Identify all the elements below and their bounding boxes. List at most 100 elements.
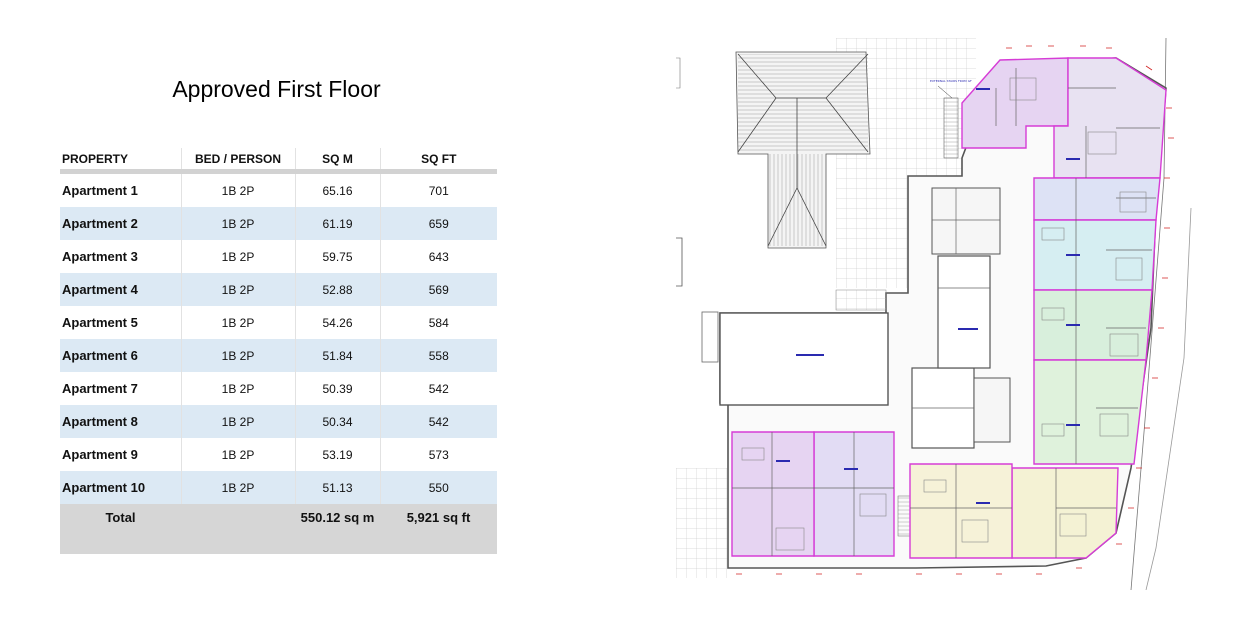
cell-sqm: 51.13 xyxy=(295,471,381,504)
cell-property: Apartment 1 xyxy=(60,171,182,207)
cell-bed: 1B 2P xyxy=(181,405,296,438)
left-bracket-line xyxy=(676,57,681,89)
partition-line xyxy=(912,188,1000,409)
table-row: Apartment 6 1B 2P 51.84 558 xyxy=(60,339,497,372)
entrance-stair xyxy=(897,495,911,537)
cell-sqm: 61.19 xyxy=(295,207,381,240)
neighbouring-roof xyxy=(735,51,871,249)
cell-sqft: 573 xyxy=(428,447,449,462)
table-row: Apartment 10 1B 2P 51.13 550 xyxy=(60,471,497,504)
floor-plan-drawing: EXTERNAL STAIRS FROM GF xyxy=(676,37,1192,590)
cell-sqft: 584 xyxy=(428,315,449,330)
bed-symbol xyxy=(1119,191,1147,213)
cell-sqm: 59.75 xyxy=(295,240,381,273)
annotation-text: EXTERNAL STAIRS FROM GF xyxy=(930,79,972,83)
table-row: Apartment 1 1B 2P 65.16 701 xyxy=(60,171,497,207)
room-label xyxy=(776,460,790,462)
cell-sqft: 701 xyxy=(428,183,449,198)
apartment-zone-4 xyxy=(1033,219,1157,291)
partition-line xyxy=(995,68,1160,178)
roof-ridge xyxy=(737,53,869,247)
table-total-row: Total 550.12 sq m 5,921 sq ft xyxy=(60,504,497,554)
bed-symbol xyxy=(1115,257,1143,281)
plan-annotation: EXTERNAL STAIRS FROM GF xyxy=(930,79,972,99)
total-sqm: 550.12 sq m xyxy=(295,504,380,554)
header-bed-person: BED / PERSON xyxy=(181,148,296,174)
bed-symbol xyxy=(1099,413,1129,437)
cell-bed: 1B 2P xyxy=(181,306,296,339)
room-label xyxy=(1066,424,1080,426)
cell-property: Apartment 7 xyxy=(60,372,182,405)
cell-property: Apartment 3 xyxy=(60,240,182,273)
cell-sqft: 569 xyxy=(380,273,497,306)
cell-bed: 1B 2P xyxy=(181,207,296,240)
header-sq-ft: SQ FT xyxy=(380,148,497,174)
table-row: Apartment 2 1B 2P 61.19 659 xyxy=(60,207,497,240)
cell-sqft: 643 xyxy=(428,249,449,264)
cell-bed: 1B 2P xyxy=(181,339,296,372)
external-stair xyxy=(943,97,959,159)
header-property: PROPERTY xyxy=(60,148,182,174)
cell-property: Apartment 5 xyxy=(60,306,182,339)
bed-symbol xyxy=(1109,333,1139,357)
table-row: Apartment 5 1B 2P 54.26 584 xyxy=(60,306,497,339)
furniture xyxy=(741,77,1147,551)
central-hall xyxy=(719,312,889,406)
road-edge-line xyxy=(1145,207,1192,590)
cell-sqm: 54.26 xyxy=(295,306,381,339)
cell-sqm: 50.39 xyxy=(295,372,381,405)
cell-property: Apartment 9 xyxy=(60,438,182,471)
cell-sqm: 53.19 xyxy=(295,438,381,471)
cell-bed: 1B 2P xyxy=(181,372,296,405)
sofa-symbol xyxy=(1041,227,1065,241)
roof-hatch xyxy=(738,54,868,152)
bed-symbol xyxy=(775,527,805,551)
room-label xyxy=(958,328,978,330)
bed-symbol xyxy=(859,493,887,517)
terrace-strip xyxy=(835,289,887,311)
sofa-symbol xyxy=(741,447,765,461)
room-labels xyxy=(776,88,1080,504)
room-label xyxy=(1066,158,1080,160)
cell-bed: 1B 2P xyxy=(181,438,296,471)
bed-symbol xyxy=(961,519,989,543)
bed-symbol xyxy=(1059,513,1087,537)
room-label xyxy=(844,468,858,470)
apartment-zone-3 xyxy=(1033,177,1161,221)
bed-symbol xyxy=(1087,131,1117,155)
apartment-zone-5 xyxy=(1033,289,1153,361)
apartment-zone-6 xyxy=(1033,359,1147,465)
cell-sqm: 65.16 xyxy=(295,171,381,207)
sofa-symbol xyxy=(1041,307,1065,321)
room-label xyxy=(976,88,990,90)
room-label xyxy=(796,354,824,356)
bed-symbol xyxy=(1009,77,1037,101)
site-context xyxy=(676,37,1192,590)
cell-bed: 1B 2P xyxy=(181,171,296,207)
dimension-mark xyxy=(1116,227,1170,545)
balcony xyxy=(701,311,719,363)
room-label xyxy=(1066,324,1080,326)
dimension-mark xyxy=(736,567,1082,575)
service-rooms xyxy=(931,187,1001,255)
sofa-symbol xyxy=(1041,423,1065,437)
table-header-row: PROPERTY BED / PERSON SQ M SQ FT xyxy=(60,148,497,174)
room-label xyxy=(1066,254,1080,256)
apartment-zones xyxy=(731,57,1167,559)
apartment-zone-8 xyxy=(909,463,1013,559)
partition-line xyxy=(1075,178,1156,290)
total-sqft: 5,921 sq ft xyxy=(380,504,497,554)
left-bracket-line xyxy=(676,237,683,287)
corridor xyxy=(937,255,991,369)
cell-sqft: 659 xyxy=(380,207,497,240)
total-label: Total xyxy=(60,504,181,554)
cell-sqft: 542 xyxy=(428,381,449,396)
cell-sqft: 558 xyxy=(380,339,497,372)
cell-sqm: 50.34 xyxy=(295,405,381,438)
area-schedule-table: PROPERTY BED / PERSON SQ M SQ FT Apartme… xyxy=(60,148,497,554)
room-label xyxy=(976,502,990,504)
total-bed xyxy=(181,504,295,554)
cell-property: Apartment 10 xyxy=(60,471,182,504)
cell-sqm: 51.84 xyxy=(295,339,381,372)
apartment-zone-1 xyxy=(961,57,1069,149)
